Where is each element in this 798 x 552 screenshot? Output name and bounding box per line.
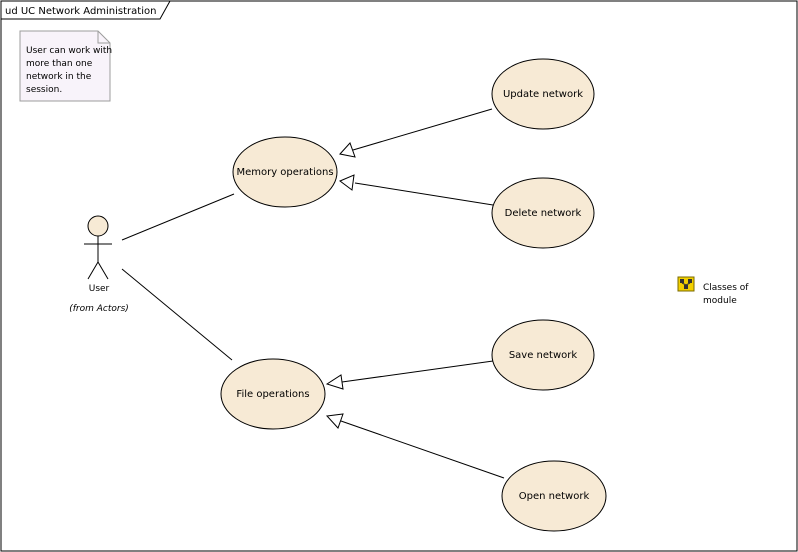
association-user-memory <box>121 193 235 241</box>
usecase-save-label: Save network <box>509 350 578 361</box>
package-icon <box>677 276 695 292</box>
frame-title-tab <box>1 0 171 20</box>
note-line-2: more than one <box>26 59 93 69</box>
usecase-save-network[interactable]: Save network <box>491 319 595 391</box>
actor-head <box>87 215 109 237</box>
usecase-file-label: File operations <box>236 389 309 400</box>
usecase-delete-network[interactable]: Delete network <box>491 177 595 249</box>
actor-stereotype: (from Actors) <box>69 304 129 314</box>
generalization-delete-memory <box>339 174 494 206</box>
usecase-update-label: Update network <box>503 89 583 100</box>
package-classes-of-module[interactable]: Classes of module <box>677 276 749 306</box>
frame-title: ud UC Network Administration <box>5 6 156 17</box>
generalization-open-file <box>325 413 505 479</box>
usecase-open-label: Open network <box>519 491 590 502</box>
usecase-open-network[interactable]: Open network <box>501 460 607 532</box>
usecase-memory-operations[interactable]: Memory operations <box>232 136 338 208</box>
usecase-file-operations[interactable]: File operations <box>220 358 326 430</box>
generalization-save-file <box>325 360 494 390</box>
note-line-4: session. <box>26 85 62 95</box>
generalization-update-memory <box>339 108 493 158</box>
note-line-1: User can work with <box>26 46 112 56</box>
note-line-3: network in the <box>26 72 92 82</box>
package-label-line-1: Classes of <box>703 283 749 293</box>
usecase-memory-label: Memory operations <box>236 167 333 178</box>
usecase-update-network[interactable]: Update network <box>491 58 595 130</box>
actor-user[interactable]: User (from Actors) <box>69 215 129 314</box>
actor-name: User <box>89 284 110 294</box>
usecase-delete-label: Delete network <box>505 208 582 219</box>
package-label-line-2: module <box>703 296 737 306</box>
note: User can work with more than one network… <box>19 30 112 102</box>
association-user-file <box>121 268 233 361</box>
